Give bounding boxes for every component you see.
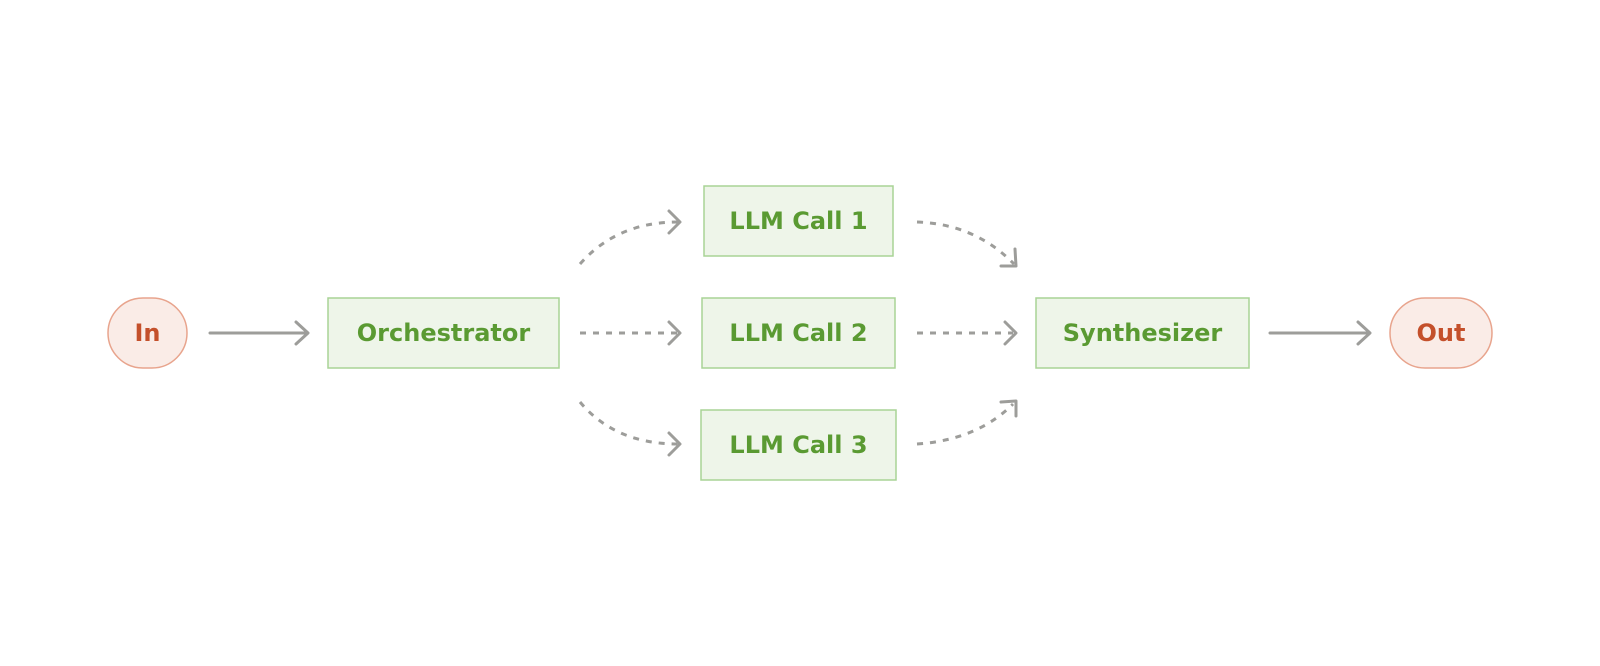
output-node-label: Out bbox=[1417, 319, 1466, 347]
synthesizer-node: Synthesizer bbox=[1035, 297, 1250, 369]
arrow-synthesizer-to-output bbox=[1268, 320, 1372, 346]
synthesizer-node-shape bbox=[1035, 297, 1250, 369]
llm-call-1-node-shape bbox=[703, 185, 894, 257]
llm-call-1-node-label: LLM Call 1 bbox=[729, 207, 867, 235]
input-node-label: In bbox=[134, 319, 160, 347]
orchestrator-node: Orchestrator bbox=[327, 297, 560, 369]
output-node-shape bbox=[1389, 297, 1493, 369]
llm-call-1-node: LLM Call 1 bbox=[703, 185, 894, 257]
orchestrator-node-label: Orchestrator bbox=[357, 319, 531, 347]
output-node: Out bbox=[1389, 297, 1493, 369]
llm-call-3-node-label: LLM Call 3 bbox=[729, 431, 867, 459]
synthesizer-node-label: Synthesizer bbox=[1063, 319, 1223, 347]
arrow-llm-call-2-to-synthesizer bbox=[917, 320, 1018, 346]
arrow-llm-call-1-to-synthesizer bbox=[916, 220, 1018, 268]
arrow-orchestrator-to-llm-call-1 bbox=[578, 209, 682, 265]
llm-call-3-node-shape bbox=[700, 409, 897, 481]
llm-call-2-node-shape bbox=[701, 297, 896, 369]
llm-call-2-node-label: LLM Call 2 bbox=[729, 319, 867, 347]
arrow-llm-call-3-to-synthesizer bbox=[916, 399, 1018, 446]
input-node: In bbox=[107, 297, 188, 369]
llm-call-3-node: LLM Call 3 bbox=[700, 409, 897, 481]
orchestrator-node-shape bbox=[327, 297, 560, 369]
arrow-input-to-orchestrator bbox=[208, 320, 310, 346]
arrow-orchestrator-to-llm-call-2 bbox=[580, 320, 682, 346]
arrow-orchestrator-to-llm-call-3 bbox=[578, 401, 682, 457]
llm-call-2-node: LLM Call 2 bbox=[701, 297, 896, 369]
input-node-shape bbox=[107, 297, 188, 369]
